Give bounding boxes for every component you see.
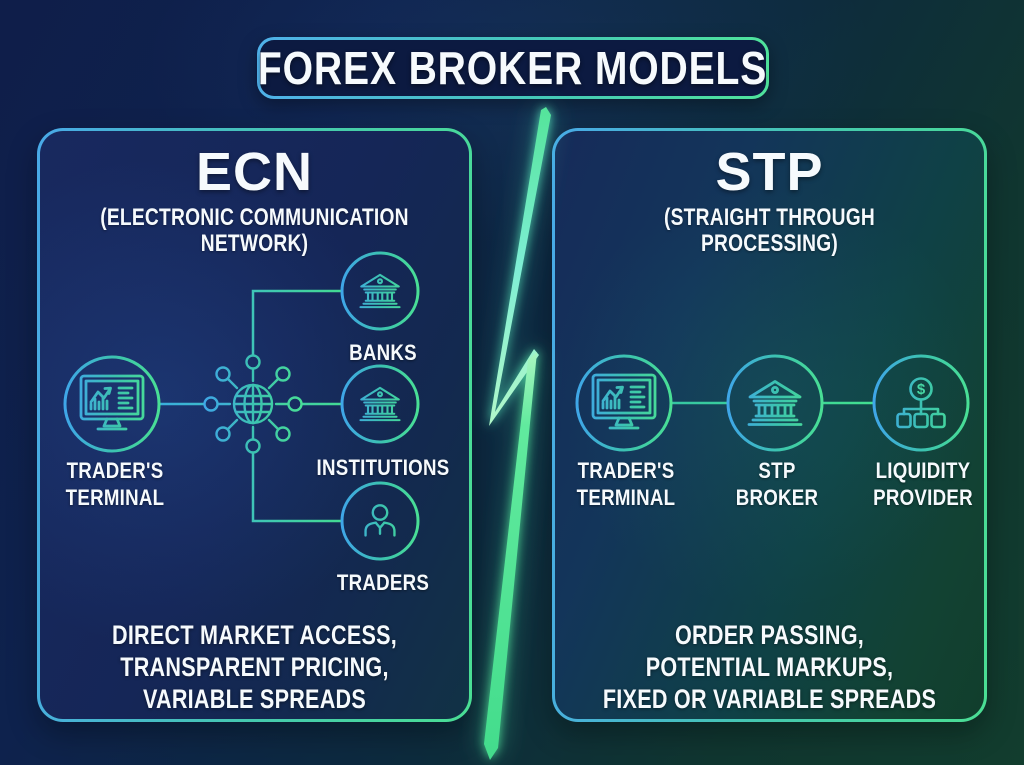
stp-terminal-label-line2: TERMINAL [576,485,676,510]
stp-broker-label-line2: BROKER [735,485,819,510]
stp-broker-label: STP BROKER [701,457,854,511]
ecn-feature-line: TRANSPARENT PRICING, [120,652,389,682]
stp-feature-line: POTENTIAL MARKUPS, [645,652,894,682]
ecn-subheading: (ELECTRONIC COMMUNICATION NETWORK) [100,204,409,257]
stp-feature-line: FIXED OR VARIABLE SPREADS [602,684,937,714]
ecn-feature-line: VARIABLE SPREADS [142,684,367,714]
ecn-terminal-label: TRADER'S TERMINAL [51,457,179,511]
stp-terminal-label-line1: TRADER'S [577,458,675,483]
stp-heading: STP [715,142,824,202]
stp-liquidity-label-line1: LIQUIDITY [875,458,971,483]
stp-liquidity-label-line2: PROVIDER [873,485,973,510]
ecn-terminal-label-line1: TRADER'S [66,458,164,483]
ecn-panel: ECN (ELECTRONIC COMMUNICATION NETWORK) T… [37,128,472,722]
ecn-features: DIRECT MARKET ACCESS, TRANSPARENT PRICIN… [83,619,426,715]
lightning-bolt-icon [484,107,551,760]
stp-broker-label-line1: STP [758,458,796,483]
stp-terminal-label: TRADER'S TERMINAL [566,457,687,511]
ecn-feature-line: DIRECT MARKET ACCESS, [111,620,398,650]
ecn-heading: ECN [195,142,313,202]
ecn-institutions-label: INSTITUTIONS [316,455,450,480]
ecn-terminal-label-line2: TERMINAL [65,485,165,510]
title-banner: FOREX BROKER MODELS [257,37,769,99]
ecn-traders-label: TRADERS [336,570,430,595]
stp-subheading: (STRAIGHT THROUGH PROCESSING) [664,204,875,257]
stp-feature-line: ORDER PASSING, [675,620,864,650]
stp-panel: STP (STRAIGHT THROUGH PROCESSING) TRADER… [552,128,987,722]
stp-features: ORDER PASSING, POTENTIAL MARKUPS, FIXED … [598,619,941,715]
ecn-banks-label: BANKS [349,340,417,365]
page-title: FOREX BROKER MODELS [258,42,768,94]
stp-liquidity-label: LIQUIDITY PROVIDER [847,457,1000,511]
